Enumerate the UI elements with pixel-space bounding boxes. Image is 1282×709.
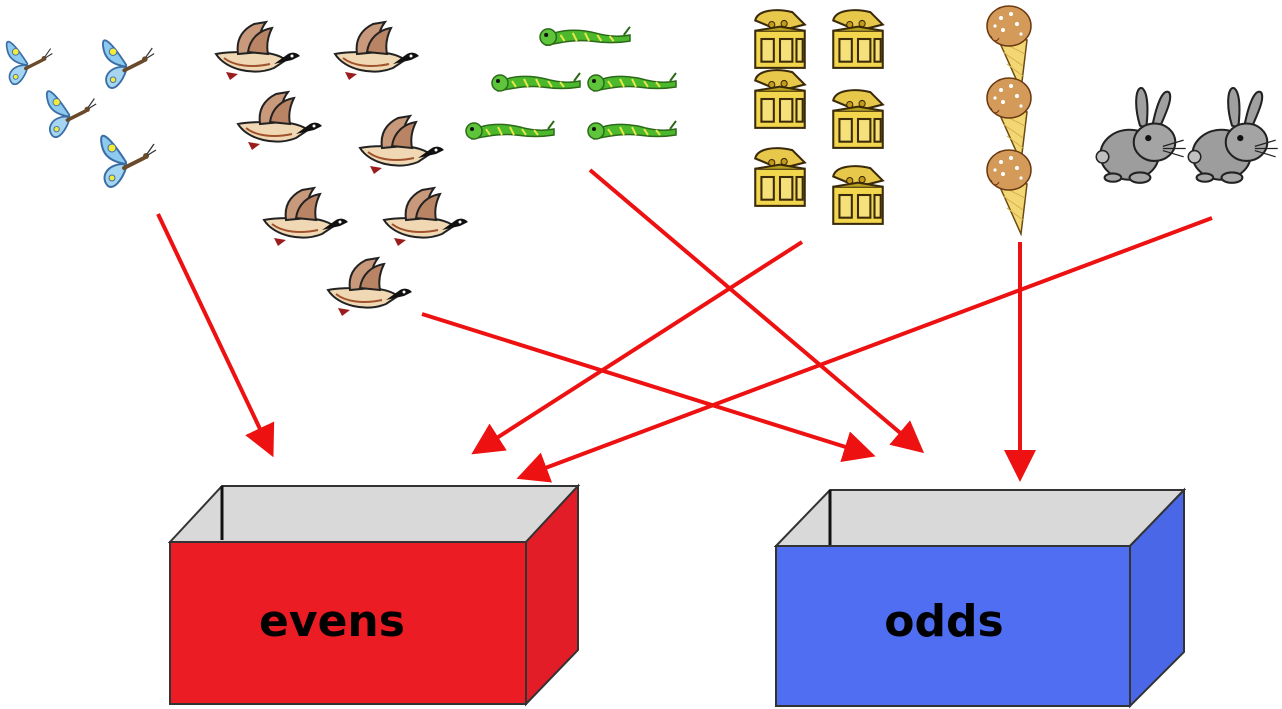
odds-box-inner xyxy=(773,489,1187,547)
caterpillar-icon xyxy=(464,119,556,141)
treasure-chest-group xyxy=(754,9,884,225)
evens-box: evens xyxy=(167,483,581,707)
treasure-chest-icon xyxy=(832,89,884,149)
treasure-chest-icon xyxy=(754,9,806,69)
goose-icon xyxy=(262,186,350,248)
caterpillar-icon xyxy=(538,25,632,47)
arrow-chests-to-evens xyxy=(471,240,804,455)
butterfly-group xyxy=(4,39,156,187)
caterpillar-icon xyxy=(490,71,582,93)
rabbit-group xyxy=(1095,86,1279,184)
butterfly-icon xyxy=(4,39,54,87)
evens-box-inner xyxy=(167,485,581,543)
ice-cream-icon xyxy=(986,149,1032,235)
arrow-caterpillars-to-odds xyxy=(588,168,925,454)
rabbit-icon xyxy=(1187,86,1279,184)
arrow-rabbits-to-evens xyxy=(516,216,1213,483)
goose-icon xyxy=(333,20,421,82)
butterfly-icon xyxy=(47,91,96,137)
evens-label: evens xyxy=(259,596,405,647)
odds-label: odds xyxy=(884,596,1003,647)
caterpillar-group xyxy=(464,25,678,141)
ice-cream-group xyxy=(986,5,1032,235)
arrow-butterflies-to-evens xyxy=(156,213,275,458)
caterpillar-icon xyxy=(586,119,678,141)
arrows xyxy=(156,168,1213,483)
treasure-chest-icon xyxy=(832,9,884,69)
butterfly-icon xyxy=(101,136,156,187)
goose-icon xyxy=(326,256,414,318)
rabbit-icon xyxy=(1095,86,1187,184)
goose-group xyxy=(214,20,470,318)
arrow-geese-to-odds xyxy=(421,312,876,463)
goose-icon xyxy=(236,90,324,152)
goose-icon xyxy=(382,186,470,248)
treasure-chest-icon xyxy=(754,69,806,129)
evens-box-front xyxy=(169,541,527,705)
goose-icon xyxy=(358,114,446,176)
treasure-chest-icon xyxy=(832,165,884,225)
caterpillar-icon xyxy=(586,71,678,93)
odds-box-front xyxy=(775,545,1131,707)
treasure-chest-icon xyxy=(754,147,806,207)
goose-icon xyxy=(214,20,302,82)
butterfly-icon xyxy=(103,40,154,88)
odds-box: odds xyxy=(773,487,1187,709)
